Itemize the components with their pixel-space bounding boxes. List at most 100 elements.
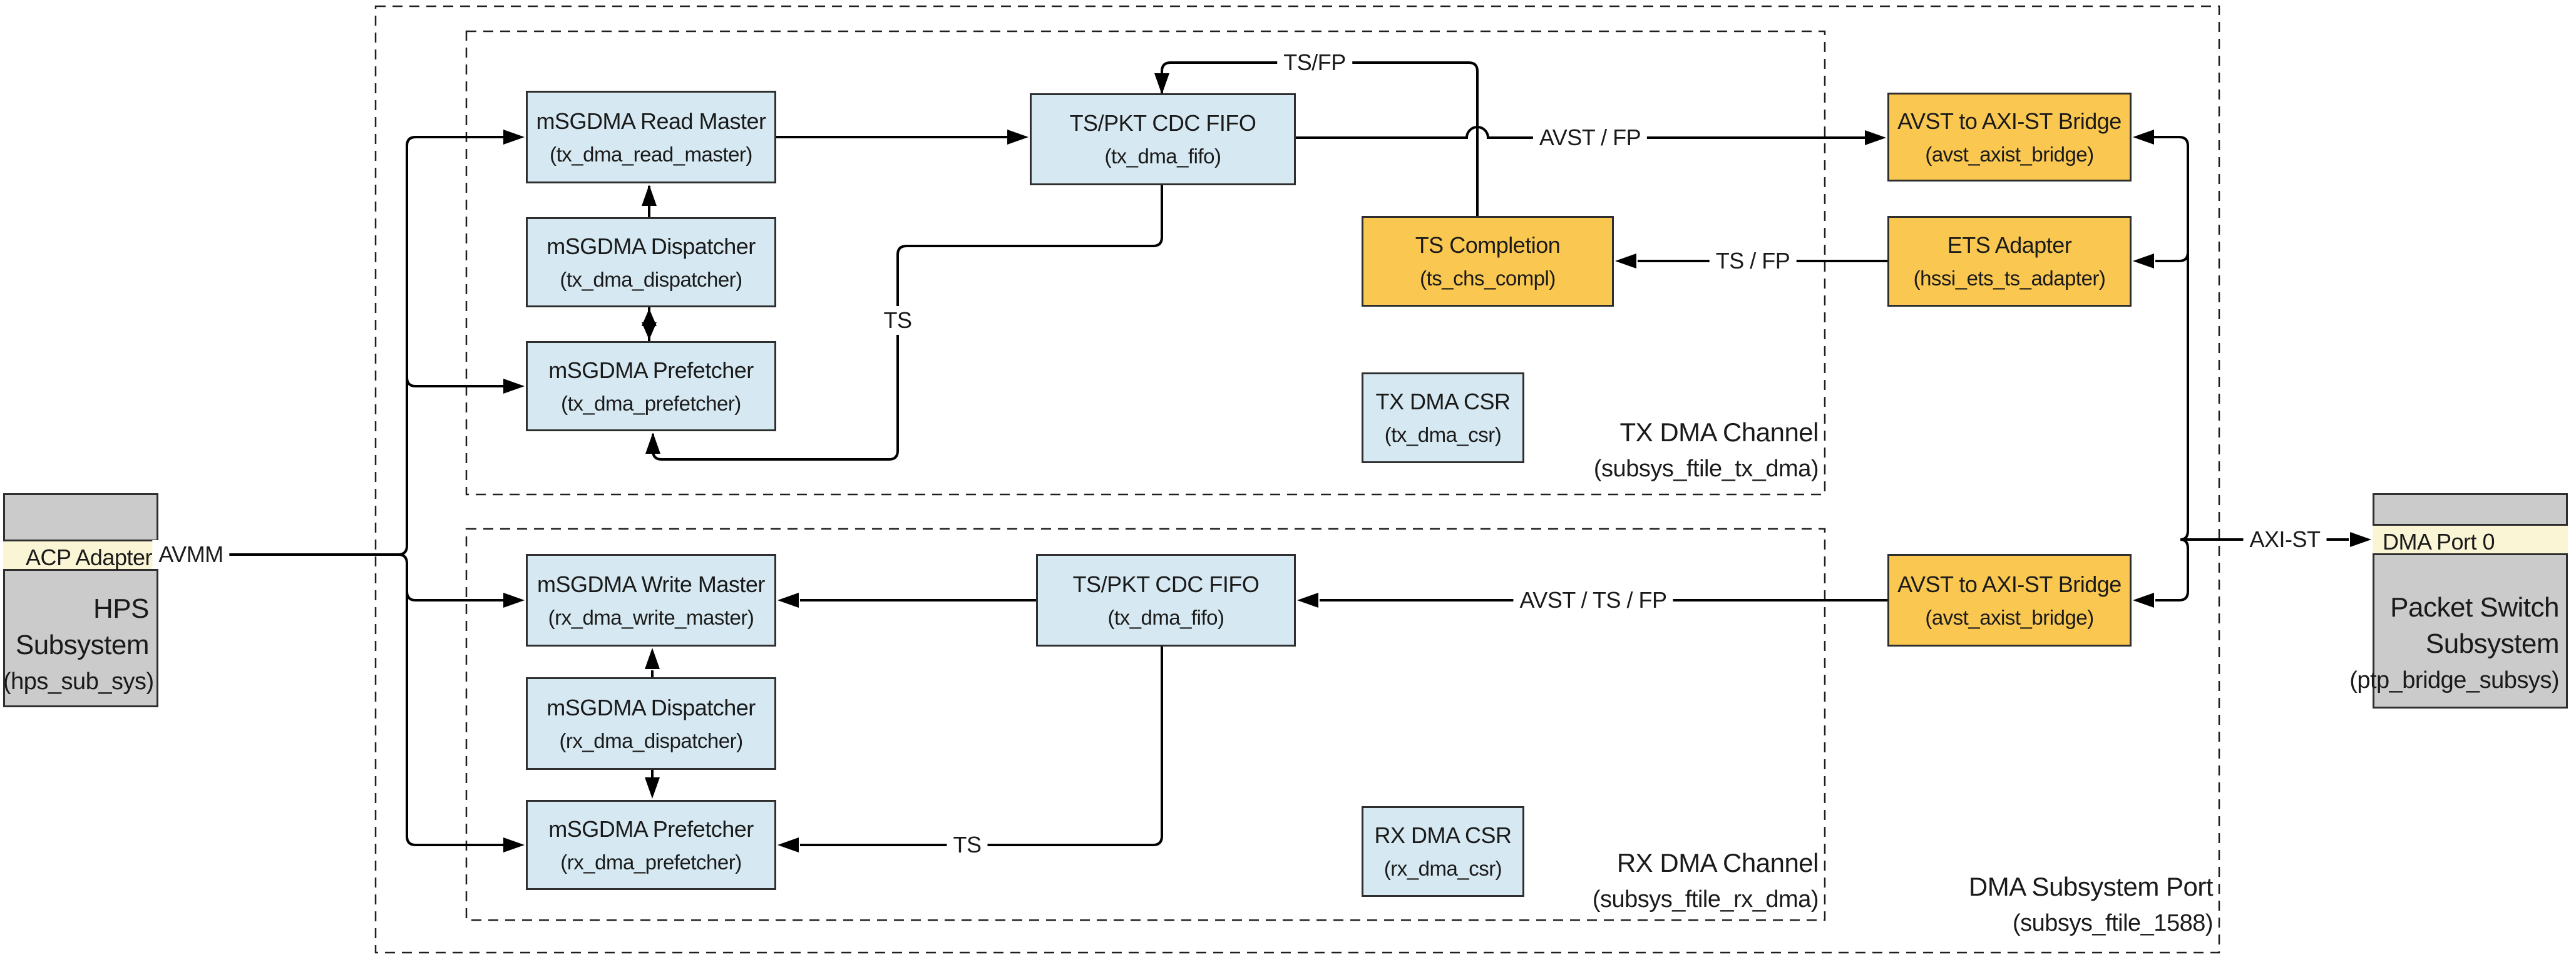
block-title: mSGDMA Prefetcher (548, 816, 754, 842)
block-title: AVST to AXI-ST Bridge (1897, 108, 2122, 134)
caption-title: RX DMA Channel (1616, 848, 1819, 878)
arrow-into-ts-completion (1615, 253, 1636, 269)
block-subname: (tx_dma_read_master) (550, 142, 752, 166)
block-title: TS/PKT CDC FIFO (1069, 110, 1256, 136)
block-title: mSGDMA Read Master (536, 108, 766, 134)
label-ts-fp-loop: TS/FP (1277, 48, 1352, 77)
arrow-ts-into-rxprefetcher (777, 837, 799, 852)
arrowheads (160, 73, 2371, 852)
caption-subname: (subsys_ftile_rx_dma) (1592, 886, 1819, 913)
dma-subsystem-port-caption: DMA Subsystem Port (subsys_ftile_1588) (1834, 869, 2214, 941)
block-rx-dma-dispatcher: mSGDMA Dispatcher (rx_dma_dispatcher) (526, 677, 776, 770)
pktsw-name: (ptp_bridge_subsys) (2349, 667, 2559, 693)
wire-avmm-trunk-lower (398, 553, 511, 846)
block-subname: (avst_axist_bridge) (1925, 142, 2094, 166)
dashed-boxes (374, 5, 2220, 954)
block-title: TS/PKT CDC FIFO (1072, 571, 1260, 597)
block-subname: (tx_dma_prefetcher) (561, 391, 741, 415)
block-subname: (rx_dma_write_master) (548, 605, 754, 629)
block-rx-dma-fifo: TS/PKT CDC FIFO (tx_dma_fifo) (1036, 554, 1296, 647)
block-avst-axist-bridge-rx: AVST to AXI-ST Bridge (avst_axist_bridge… (1887, 554, 2132, 647)
arrow-into-writemaster-left (503, 593, 525, 608)
arrow-up-into-txdispatcher (642, 309, 657, 326)
label-axi-st: AXI-ST (2243, 525, 2327, 554)
arrow-up-into-writemaster (645, 648, 660, 669)
arrow-tsfp-into-fifo-top (1154, 73, 1169, 95)
dma-port0-port (2373, 524, 2568, 555)
wire-avmm-trunk-upper (398, 136, 511, 556)
pktsw-line1: Packet Switch (2390, 592, 2559, 623)
arrow-down-into-rxprefetcher (645, 777, 660, 799)
pktsw-line2: Subsystem (2425, 628, 2560, 659)
arrow-trunk-into-ets (2133, 253, 2154, 269)
block-tx-dma-fifo: TS/PKT CDC FIFO (tx_dma_fifo) (1030, 93, 1296, 185)
block-title: AVST to AXI-ST Bridge (1897, 571, 2122, 597)
wire-branch-rx-write-master (406, 591, 508, 601)
tx-dashed-box (465, 30, 1826, 496)
block-rx-dma-csr: RX DMA CSR (rx_dma_csr) (1362, 806, 1524, 897)
block-subname: (tx_dma_csr) (1384, 423, 1502, 446)
block-title: mSGDMA Prefetcher (548, 357, 754, 383)
block-rx-dma-write-master: mSGDMA Write Master (rx_dma_write_master… (526, 554, 776, 647)
hps-name: (hps_sub_sys) (3, 668, 154, 695)
wire-branch-tx-prefetcher (406, 377, 508, 387)
block-subname: (ts_chs_compl) (1420, 267, 1556, 290)
caption-subname: (subsys_ftile_1588) (2012, 910, 2214, 936)
acp-adapter-label: ACP Adapter (26, 545, 152, 570)
label-avst-fp: AVST / FP (1532, 123, 1648, 152)
arrow-into-writemaster-right (777, 593, 799, 608)
wire-axist-trunk-upper (2154, 136, 2189, 541)
wire-ts-tx (652, 185, 1163, 461)
block-ts-completion: TS Completion (ts_chs_compl) (1362, 216, 1614, 307)
block-title: ETS Adapter (1947, 232, 2072, 258)
block-ets-adapter: ETS Adapter (hssi_ets_ts_adapter) (1887, 216, 2132, 307)
block-title: mSGDMA Dispatcher (547, 233, 756, 259)
arrow-into-txprefetcher (503, 379, 525, 394)
arrow-up-into-readmaster (642, 185, 657, 206)
wire-ts-rx (800, 647, 1163, 846)
arrow-ts-into-txprefetcher (645, 432, 660, 454)
acp-adapter-port (3, 540, 158, 571)
label-ts-rx: TS (947, 831, 988, 859)
arrow-trunk-into-bridge-tx (2133, 130, 2154, 145)
block-rx-dma-prefetcher: mSGDMA Prefetcher (rx_dma_prefetcher) (526, 800, 776, 890)
wire-avst-fp (1296, 126, 1866, 139)
block-subname: (rx_dma_prefetcher) (560, 850, 742, 874)
caption-title: DMA Subsystem Port (1968, 872, 2214, 901)
arrow-axist-into-dmaport (2350, 532, 2371, 547)
block-subname: (tx_dma_fifo) (1107, 605, 1224, 629)
block-tx-dma-prefetcher: mSGDMA Prefetcher (tx_dma_prefetcher) (526, 341, 776, 431)
arrow-trunk-into-bridge-rx (2133, 593, 2154, 608)
hps-subsystem-box (3, 493, 158, 707)
block-title: TX DMA CSR (1375, 389, 1511, 414)
label-avst-ts-fp: AVST / TS / FP (1513, 586, 1673, 615)
block-subname: (hssi_ets_ts_adapter) (1913, 267, 2106, 290)
rx-channel-caption: RX DMA Channel (subsys_ftile_rx_dma) (1440, 845, 1819, 918)
dma-port0-label: DMA Port 0 (2383, 529, 2495, 555)
block-subname: (rx_dma_dispatcher) (559, 729, 743, 752)
wire-axist-trunk-lower (2155, 538, 2189, 601)
block-subname: (rx_dma_csr) (1383, 857, 1502, 880)
block-tx-dma-dispatcher: mSGDMA Dispatcher (tx_dma_dispatcher) (526, 217, 776, 307)
block-tx-dma-read-master: mSGDMA Read Master (tx_dma_read_master) (526, 91, 776, 183)
hps-line1: HPS (93, 593, 149, 624)
rx-dashed-box (465, 528, 1826, 921)
arrow-into-bridge-tx (1865, 130, 1886, 145)
block-title: mSGDMA Dispatcher (547, 694, 756, 720)
arrow-into-txfifo (1007, 130, 1029, 145)
block-title: TS Completion (1415, 232, 1561, 258)
caption-subname: (subsys_ftile_tx_dma) (1593, 456, 1819, 482)
block-subname: (tx_dma_dispatcher) (560, 267, 742, 291)
block-title: RX DMA CSR (1374, 822, 1512, 848)
label-ts-tx: TS (877, 306, 918, 335)
block-tx-dma-csr: TX DMA CSR (tx_dma_csr) (1362, 372, 1524, 463)
arrow-into-rxprefetcher-left (503, 837, 525, 852)
caption-title: TX DMA Channel (1619, 417, 1819, 447)
block-subname: (tx_dma_fifo) (1104, 145, 1221, 168)
arrow-into-readmaster (503, 130, 525, 145)
arrow-into-rxfifo (1297, 593, 1318, 608)
tx-channel-caption: TX DMA Channel (subsys_ftile_tx_dma) (1440, 414, 1819, 487)
arrow-down-into-txprefetcher (642, 322, 657, 340)
block-title: mSGDMA Write Master (537, 571, 765, 597)
